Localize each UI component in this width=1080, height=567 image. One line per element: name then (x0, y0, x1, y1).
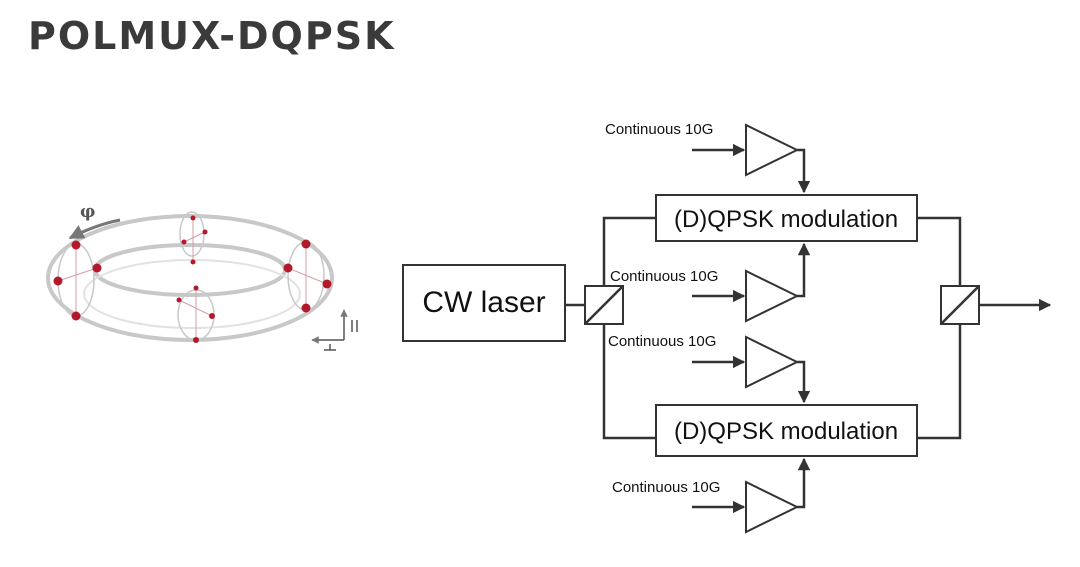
modulator-bottom (655, 404, 918, 457)
cw-laser-label: CW laser (422, 286, 545, 319)
phase-symbol: φ (80, 202, 95, 222)
polarization-beam-combiner (940, 285, 980, 325)
driver-3-label: Continuous 10G (608, 333, 716, 350)
driver-2-label: Continuous 10G (610, 268, 718, 285)
modulator-bottom-label: (D)QPSK modulation (674, 418, 898, 445)
modulator-top-label: (D)QPSK modulation (674, 206, 898, 233)
polarization-axes-icon (311, 309, 358, 351)
driver-amplifier-4: Continuous 10G (612, 457, 811, 534)
constellation-points (53, 215, 332, 343)
driver-4-label: Continuous 10G (612, 479, 720, 496)
page-title: POLMUX-DQPSK (28, 14, 396, 58)
cw-laser-box (402, 264, 566, 342)
driver-amplifier-3: Continuous 10G (608, 333, 811, 404)
driver-amplifier-2: Continuous 10G (610, 242, 811, 323)
driver-1-label: Continuous 10G (605, 121, 713, 138)
torus-illustration: φ (46, 202, 358, 351)
polarization-beam-splitter (584, 285, 624, 325)
driver-amplifier-1: Continuous 10G (605, 121, 811, 194)
rotation-arrow (68, 218, 121, 240)
modulator-top (655, 194, 918, 242)
